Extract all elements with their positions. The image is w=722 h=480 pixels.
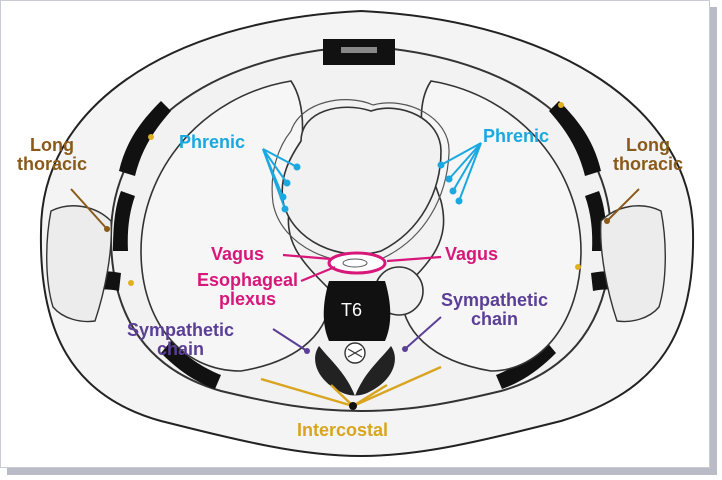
label-long-thoracic-left-line2: thoracic [17, 154, 88, 174]
label-sympathetic-right-line2: chain [471, 309, 519, 329]
right-lung [400, 80, 582, 372]
label-sympathetic-right-line1: Sympathetic [441, 290, 549, 310]
label-intercostal: Intercostal [297, 420, 389, 440]
scapula-left [46, 205, 113, 323]
vertebra-body [323, 281, 391, 341]
scapula-right [599, 205, 666, 323]
label-sympathetic-left: Sympathetic chain [127, 321, 234, 359]
label-phrenic-right: Phrenic [483, 126, 550, 146]
thorax-cross-section [39, 9, 695, 458]
rib-left-4 [161, 341, 221, 389]
label-long-thoracic-left-line1: Long [30, 135, 74, 155]
label-sympathetic-left-line1: Sympathetic [127, 320, 235, 340]
label-phrenic-left: Phrenic [179, 132, 246, 152]
label-long-thoracic-right: Long thoracic [613, 136, 683, 174]
label-esophageal-line2: plexus [219, 289, 277, 309]
spinous-process [315, 346, 395, 396]
rib-right-1 [549, 101, 601, 176]
label-long-thoracic-left: Long thoracic [17, 136, 87, 174]
label-sympathetic-left-line2: chain [157, 339, 205, 359]
label-esophageal-plexus: Esophageal plexus [197, 271, 298, 309]
label-esophageal-line1: Esophageal [197, 270, 299, 290]
label-vertebra-t6: T6 [341, 300, 363, 320]
rib-right-4 [496, 341, 556, 389]
label-long-thoracic-right-line2: thoracic [613, 154, 684, 174]
pericardium [271, 99, 450, 263]
rib-left-2 [113, 191, 135, 251]
label-vagus-left: Vagus [211, 244, 265, 264]
diagram-frame: Long thoracic Long thoracic Phrenic Phre… [0, 0, 710, 468]
label-sympathetic-right: Sympathetic chain [441, 291, 548, 329]
label-vagus-right: Vagus [445, 244, 499, 264]
rib-left-1 [119, 101, 171, 176]
left-lung [140, 80, 332, 372]
label-long-thoracic-right-line1: Long [626, 135, 670, 155]
